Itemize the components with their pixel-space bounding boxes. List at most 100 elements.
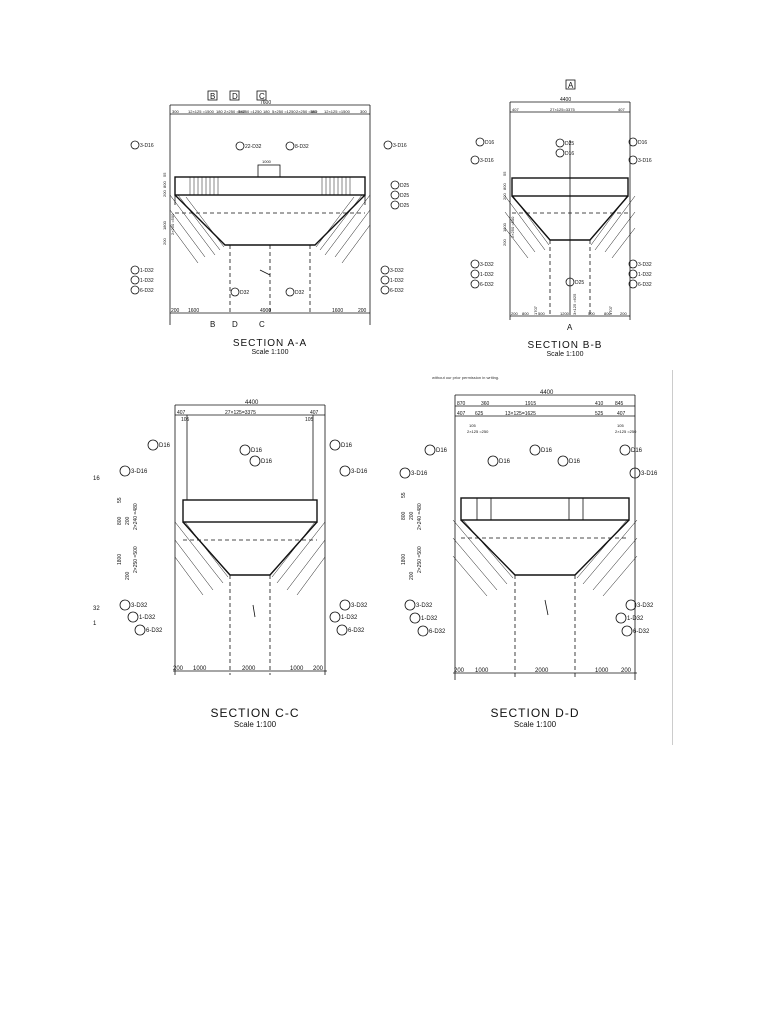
svg-text:D16: D16 [631,448,643,454]
section-mark-bottom: A [567,323,573,332]
svg-text:6-D32: 6-D32 [390,288,404,294]
section-marks-top: B D C [207,90,267,101]
svg-text:1800: 1800 [401,554,407,565]
svg-text:2×250 =500: 2×250 =500 [170,213,175,235]
svg-text:1000: 1000 [193,666,207,672]
svg-text:55: 55 [401,492,407,498]
svg-text:300: 300 [360,109,367,114]
svg-text:1-D32: 1-D32 [139,615,156,621]
svg-text:410: 410 [595,401,604,407]
svg-text:6-D32: 6-D32 [348,628,365,634]
svg-text:1-D32: 1-D32 [140,268,154,274]
svg-text:3-D32: 3-D32 [351,603,368,609]
section-dd-caption: SECTION D-D Scale 1:100 [470,706,600,729]
svg-text:800: 800 [604,311,611,316]
svg-text:1200: 1200 [560,311,570,316]
section-marks-bottom: B D C [210,320,265,329]
svg-text:200: 200 [502,193,507,200]
svg-text:1-D32: 1-D32 [341,615,358,621]
section-mark-top: A [568,81,574,90]
svg-text:200: 200 [620,311,627,316]
svg-text:407: 407 [310,410,319,416]
svg-text:D32: D32 [295,290,304,296]
svg-text:3-D32: 3-D32 [637,603,654,609]
svg-text:3-D32: 3-D32 [390,268,404,274]
svg-text:D25: D25 [400,193,409,199]
svg-text:3-D16: 3-D16 [351,469,368,475]
svg-text:407: 407 [512,107,519,112]
svg-text:4400: 4400 [560,97,571,103]
svg-text:2000: 2000 [242,666,256,672]
svg-text:C: C [259,320,265,329]
section-cc-caption: SECTION C-C Scale 1:100 [190,706,320,729]
svg-text:200: 200 [313,666,324,672]
svg-text:105: 105 [181,417,190,423]
svg-text:407: 407 [457,411,466,417]
svg-text:200: 200 [358,308,367,314]
svg-text:870: 870 [457,401,466,407]
svg-text:2000: 2000 [535,668,549,674]
svg-text:D25: D25 [565,141,574,147]
section-aa-caption: SECTION A-A Scale 1:100 [210,338,330,356]
svg-text:D16: D16 [565,151,574,157]
svg-text:1707: 1707 [533,305,538,315]
svg-text:105: 105 [469,423,476,428]
svg-text:2×240 =480: 2×240 =480 [417,503,423,530]
svg-text:1000: 1000 [262,159,272,164]
svg-text:3-D16: 3-D16 [641,471,658,477]
svg-text:55: 55 [162,172,167,177]
section-cc-svg: 4400 407 27×125=3375 407 105 105 D16 3-D… [93,400,368,675]
svg-text:1-D32: 1-D32 [480,272,494,278]
section-dd-title: SECTION D-D [490,706,580,720]
section-dd-svg: 4400 870 360 1915 410 845 407 625 13×125… [399,390,658,680]
svg-text:180: 180 [310,109,317,114]
svg-text:3-D32: 3-D32 [131,603,148,609]
svg-text:407: 407 [618,107,625,112]
svg-text:D16: D16 [499,459,511,465]
svg-text:800: 800 [522,311,529,316]
svg-text:2×250 =500: 2×250 =500 [296,109,318,114]
copyright-notice: without our prior permission in writing. [432,375,500,380]
svg-text:1: 1 [93,621,97,627]
section-aa-svg: B D C 7600 300 12×125 =1500 180 2×250 =5… [130,90,409,329]
svg-text:3-D16: 3-D16 [393,143,407,149]
svg-text:D25: D25 [400,203,409,209]
svg-text:D32: D32 [240,290,249,296]
svg-text:D16: D16 [485,140,494,146]
svg-text:6-D32: 6-D32 [480,282,494,288]
svg-text:3-D16: 3-D16 [480,158,494,164]
svg-text:200: 200 [171,308,180,314]
svg-text:200: 200 [125,571,131,580]
svg-text:1-D32: 1-D32 [140,278,154,284]
section-bb-title: SECTION B-B [527,340,603,351]
svg-text:6-D32: 6-D32 [638,282,652,288]
svg-text:5×250 =1250: 5×250 =1250 [272,109,296,114]
svg-text:360: 360 [481,401,490,407]
svg-text:200: 200 [502,239,507,246]
svg-text:1800: 1800 [502,222,507,232]
svg-text:1800: 1800 [162,220,167,230]
svg-text:2×125 =250: 2×125 =250 [467,429,489,434]
svg-text:D: D [232,92,238,101]
svg-text:27×125=3375: 27×125=3375 [225,410,256,416]
svg-text:2×250 =500: 2×250 =500 [224,109,246,114]
svg-text:1707: 1707 [608,305,613,315]
svg-text:B: B [210,92,215,101]
svg-text:3-D16: 3-D16 [638,158,652,164]
svg-text:200: 200 [125,516,131,525]
svg-text:D16: D16 [159,443,171,449]
svg-text:D16: D16 [541,448,553,454]
svg-text:1600: 1600 [188,308,199,314]
svg-text:200: 200 [162,238,167,245]
svg-text:6-D32: 6-D32 [140,288,154,294]
svg-text:800: 800 [117,516,123,525]
svg-text:D16: D16 [638,140,647,146]
section-bb-drawing: A 4400 407 27×125=3375 407 D16 3-D16 3-D… [460,79,660,355]
section-cc-drawing: 4400 407 27×125=3375 407 105 105 D16 3-D… [93,385,395,735]
svg-text:800: 800 [401,511,407,520]
section-dd-drawing: 4400 870 360 1915 410 845 407 625 13×125… [395,370,680,745]
svg-text:1000: 1000 [290,666,304,672]
svg-text:D25: D25 [400,183,409,189]
svg-text:22-D32: 22-D32 [245,144,262,150]
svg-text:180: 180 [263,109,270,114]
